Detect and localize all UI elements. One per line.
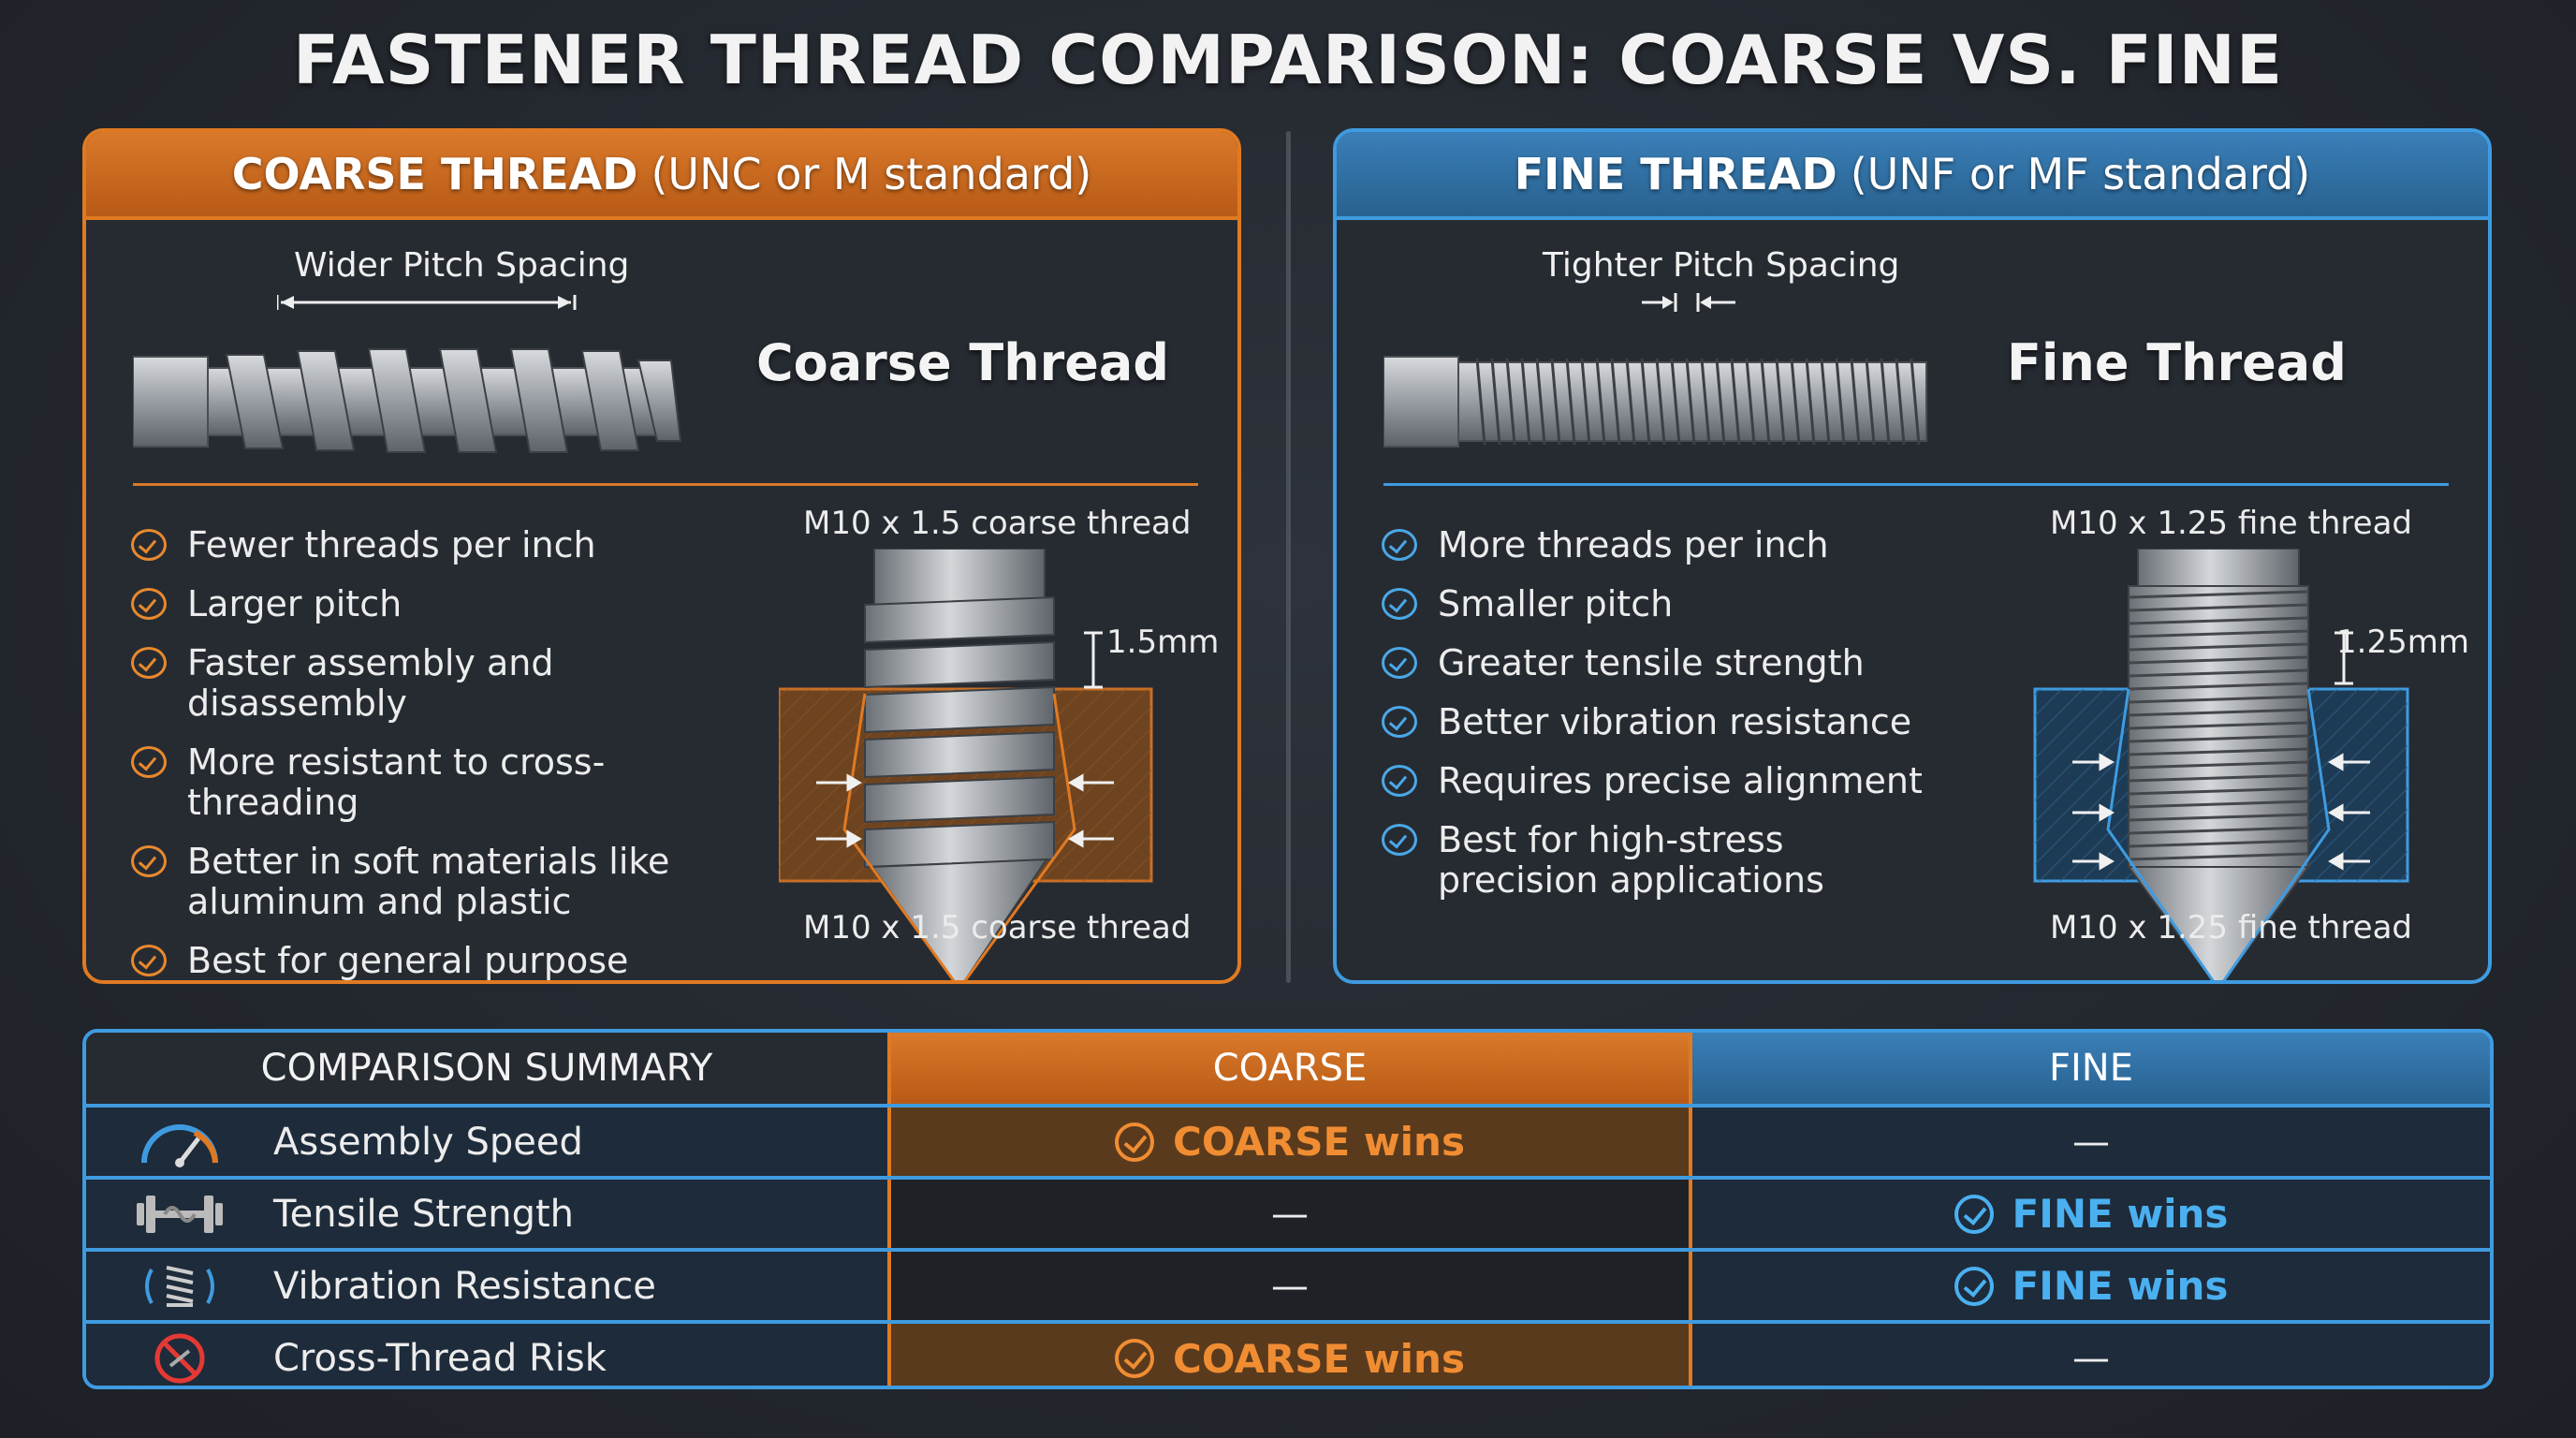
coarse-feature-item: Larger pitch (131, 584, 749, 624)
coarse-bolt-in-material (779, 549, 1153, 980)
fine-section-divider (1383, 483, 2449, 486)
check-circle-icon (1382, 765, 1417, 797)
check-circle-icon (131, 647, 167, 679)
coarse-feature-item: More resistant to cross-threading (131, 742, 749, 823)
check-circle-icon (131, 529, 167, 561)
fine-panel-header: FINE THREAD (UNF or MF standard) (1337, 132, 2488, 220)
fine-header-standard: (UNF or MF standard) (1850, 149, 2311, 199)
coarse-thread-name: Coarse Thread (756, 333, 1169, 392)
coarse-feature-item: Better in soft materials like aluminum a… (131, 842, 749, 922)
check-circle-icon (1115, 1339, 1155, 1378)
fine-spec-bottom: M10 x 1.25 fine thread (2050, 909, 2412, 946)
fine-feature-item: Requires precise alignment (1382, 761, 1999, 801)
check-circle-icon (1382, 647, 1417, 679)
fine-result: — (1692, 1324, 2490, 1386)
coarse-result: COARSE wins (1173, 1335, 1465, 1382)
coarse-spec-bottom: M10 x 1.5 coarse thread (803, 909, 1192, 946)
dumbbell-icon (137, 1195, 223, 1233)
check-circle-icon (1382, 529, 1417, 561)
check-circle-icon (131, 588, 167, 620)
table-row: Cross-Thread Risk COARSE wins — (86, 1320, 2490, 1386)
fine-feature-item: Smaller pitch (1382, 584, 1999, 624)
fine-header-bold: FINE THREAD (1514, 149, 1837, 199)
coarse-pitch-arrow (277, 295, 577, 310)
fine-pitch-label: Tighter Pitch Spacing (1543, 246, 1900, 285)
panel-divider (1286, 131, 1291, 983)
check-circle-icon (131, 945, 167, 976)
row-label: Tensile Strength (273, 1192, 575, 1236)
table-header-summary: COMPARISON SUMMARY (86, 1033, 887, 1104)
row-label: Cross-Thread Risk (273, 1337, 607, 1380)
fine-feature-item: Greater tensile strength (1382, 643, 1999, 683)
fine-feature-item: More threads per inch (1382, 525, 1999, 565)
fine-result: FINE wins (2012, 1191, 2229, 1237)
coarse-result: COARSE wins (1173, 1119, 1465, 1165)
check-circle-icon (1954, 1266, 1994, 1306)
check-circle-icon (131, 746, 167, 778)
table-header-row: COMPARISON SUMMARY COARSE FINE (86, 1033, 2490, 1104)
fine-pitch-arrow (1642, 293, 1735, 312)
check-circle-icon (1382, 706, 1417, 738)
check-circle-icon (1382, 588, 1417, 620)
check-circle-icon (1382, 824, 1417, 856)
comparison-summary-table: COMPARISON SUMMARY COARSE FINE Assembly … (82, 1029, 2494, 1389)
coarse-header-bold: COARSE THREAD (231, 149, 638, 199)
table-row: Assembly Speed COARSE wins — (86, 1104, 2490, 1176)
fine-panel: FINE THREAD (UNF or MF standard) Tighter… (1333, 128, 2492, 984)
speedometer-icon (141, 1123, 218, 1167)
check-circle-icon (1954, 1194, 1994, 1234)
fine-result: FINE wins (2012, 1263, 2229, 1309)
coarse-pitch-value: 1.5mm (1106, 624, 1220, 661)
coarse-panel-header: COARSE THREAD (UNC or M standard) (86, 132, 1237, 220)
page-title: FASTENER THREAD COMPARISON: COARSE VS. F… (292, 21, 2284, 99)
fine-feature-item: Best for high-stress precision applicati… (1382, 820, 1999, 901)
coarse-bolt-illustration (133, 348, 682, 453)
coarse-panel: COARSE THREAD (UNC or M standard) Wider … (82, 128, 1241, 984)
fine-pitch-value: 1.25mm (2336, 624, 2469, 661)
table-row: Vibration Resistance — FINE wins (86, 1248, 2490, 1320)
coarse-spec-top: M10 x 1.5 coarse thread (803, 505, 1192, 542)
row-label: Vibration Resistance (273, 1264, 656, 1308)
vibration-spring-icon (145, 1265, 214, 1307)
coarse-result: — (887, 1252, 1692, 1320)
coarse-header-standard: (UNC or M standard) (651, 149, 1092, 199)
check-circle-icon (131, 845, 167, 877)
coarse-pitch-label: Wider Pitch Spacing (294, 246, 630, 285)
table-header-coarse: COARSE (887, 1033, 1692, 1104)
fine-thread-name: Fine Thread (2007, 333, 2347, 392)
table-header-fine: FINE (1692, 1033, 2490, 1104)
fine-bolt-illustration (1383, 356, 1927, 448)
no-cross-thread-icon (154, 1333, 205, 1384)
table-row: Tensile Strength — FINE wins (86, 1176, 2490, 1248)
fine-feature-list: More threads per inch Smaller pitch Grea… (1382, 525, 1999, 919)
fine-spec-top: M10 x 1.25 fine thread (2050, 505, 2412, 542)
coarse-feature-item: Fewer threads per inch (131, 525, 749, 565)
coarse-feature-list: Fewer threads per inch Larger pitch Fast… (131, 525, 749, 980)
coarse-feature-item: Best for general purpose applications (131, 941, 749, 980)
coarse-result: — (887, 1180, 1692, 1248)
fine-bolt-in-material (2033, 549, 2409, 980)
coarse-section-divider (133, 483, 1198, 486)
check-circle-icon (1115, 1122, 1155, 1162)
coarse-feature-item: Faster assembly and disassembly (131, 643, 749, 724)
row-label: Assembly Speed (273, 1120, 583, 1164)
fine-result: — (1692, 1108, 2490, 1176)
fine-feature-item: Better vibration resistance (1382, 702, 1999, 742)
